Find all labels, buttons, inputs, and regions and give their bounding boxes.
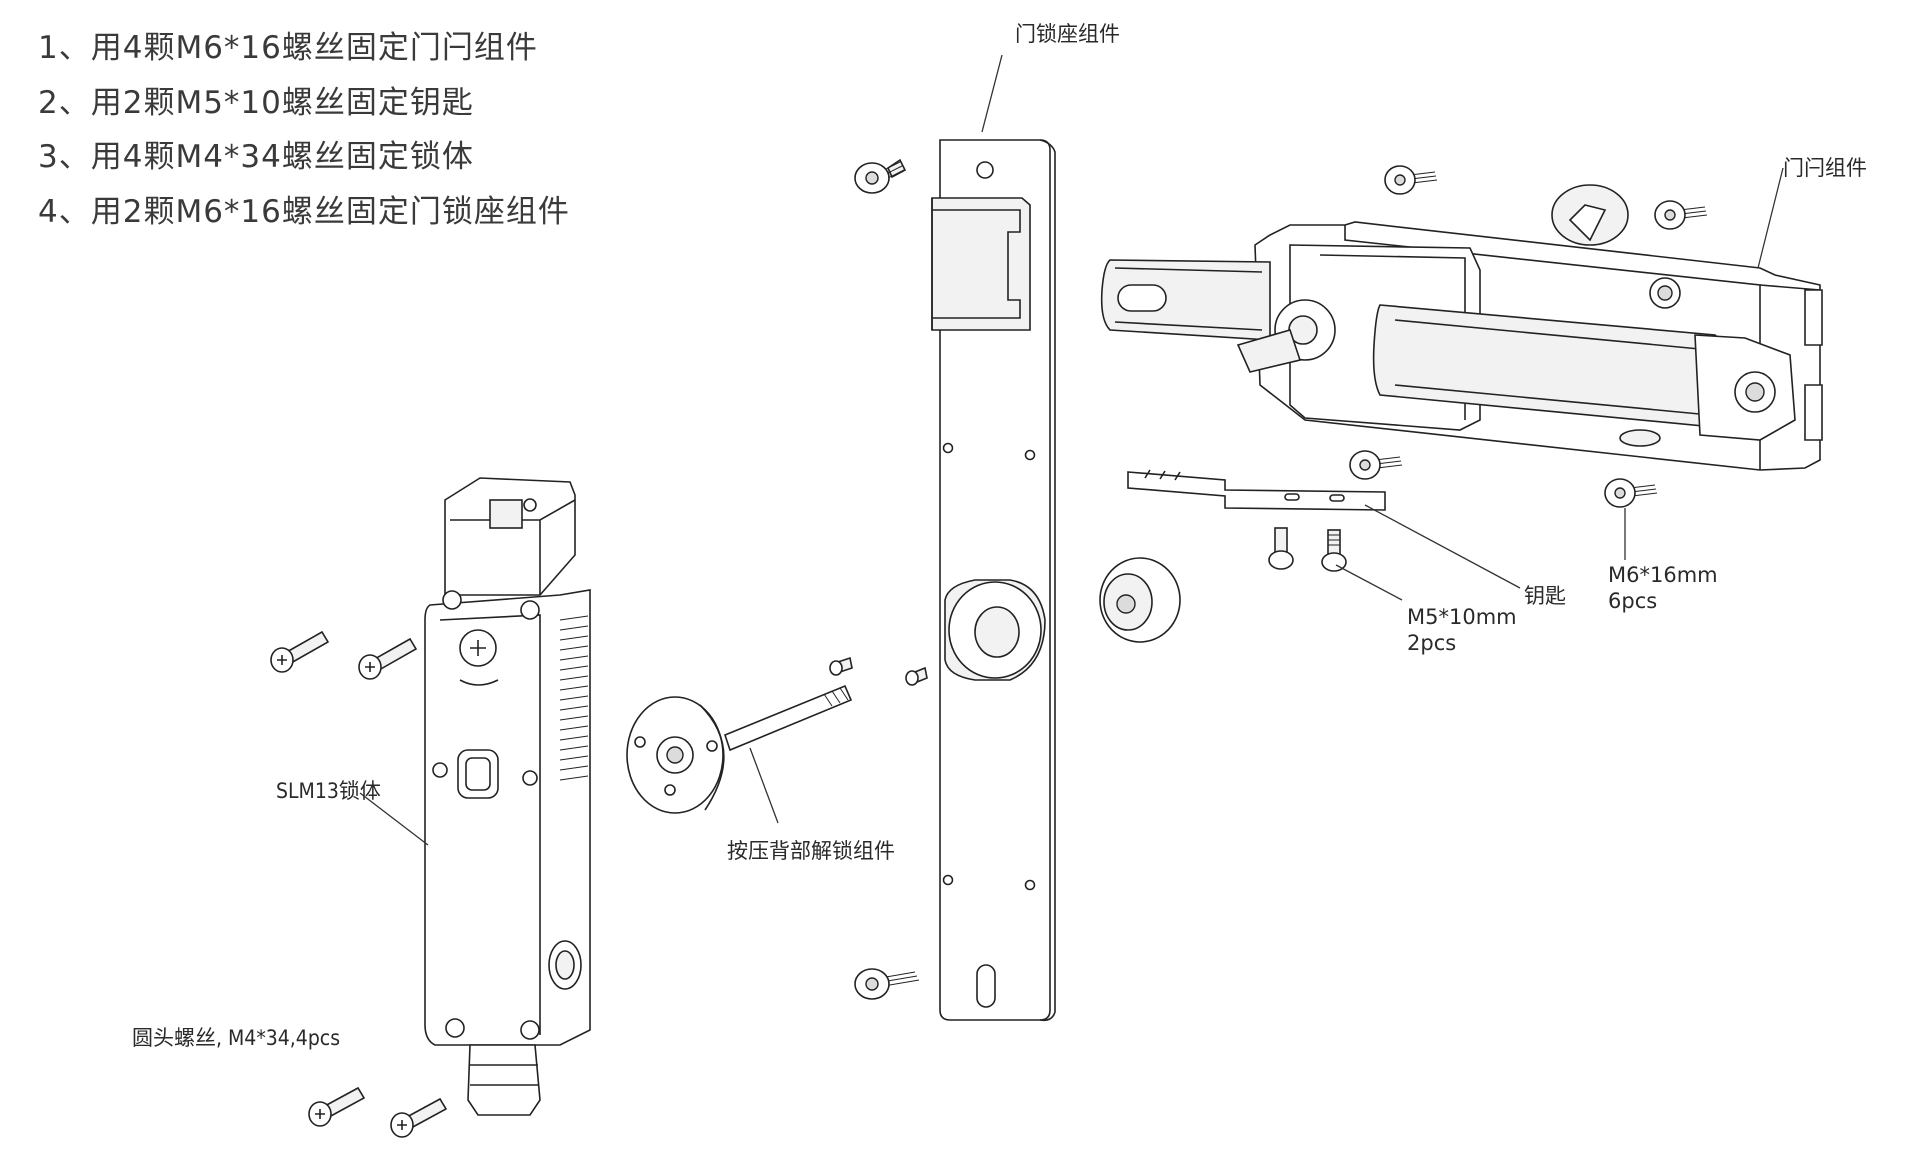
- label-m6-screws: M6*16mm 6pcs: [1608, 562, 1718, 614]
- label-rear-release: 按压背部解锁组件: [727, 839, 895, 863]
- instruction-step-2: 2、用2颗M5*10螺丝固定钥匙: [38, 85, 474, 121]
- label-door-latch: 门闩组件: [1783, 156, 1867, 180]
- label-m6-size: M6*16mm: [1608, 563, 1718, 587]
- door-lock-seat-plate: [931, 139, 1056, 1022]
- m5-screw-2: [1321, 529, 1347, 572]
- instruction-step-4: 4、用2颗M6*16螺丝固定门锁座组件: [38, 194, 570, 230]
- label-m5-qty: 2pcs: [1407, 631, 1457, 655]
- label-m6-qty: 6pcs: [1608, 589, 1658, 613]
- leader-lines: [359, 54, 1784, 846]
- label-m5-size: M5*10mm: [1407, 605, 1517, 629]
- latch-screw-2: [1654, 200, 1708, 230]
- seat-screw-top: [854, 158, 907, 194]
- latch-screw-3: [1349, 450, 1403, 480]
- seat-screw-bottom: [854, 968, 920, 1000]
- rear-release-assembly: [626, 656, 928, 814]
- key-part: [1127, 469, 1386, 511]
- m5-screw-1: [1268, 527, 1294, 570]
- label-door-lock-seat: 门锁座组件: [1015, 22, 1120, 46]
- latch-screw-4: [1604, 478, 1658, 508]
- label-lock-body: SLM13锁体: [276, 779, 381, 803]
- slm13-lock-body: [424, 477, 591, 1116]
- label-key: 钥匙: [1524, 584, 1566, 608]
- m4-screw-4: [390, 1097, 448, 1138]
- m4-screw-1: [270, 630, 330, 673]
- label-m5-screws: M5*10mm 2pcs: [1407, 604, 1517, 656]
- label-round-screws: 圆头螺丝, M4*34,4pcs: [132, 1026, 341, 1050]
- latch-screw-1: [1384, 165, 1438, 195]
- m4-screw-2: [358, 637, 418, 680]
- round-washer: [1099, 557, 1181, 643]
- door-latch-assembly: [1100, 184, 1823, 471]
- instruction-step-1: 1、用4颗M6*16螺丝固定门闩组件: [38, 30, 538, 66]
- m4-screw-3: [308, 1086, 366, 1127]
- instruction-step-3: 3、用4颗M4*34螺丝固定锁体: [38, 139, 474, 175]
